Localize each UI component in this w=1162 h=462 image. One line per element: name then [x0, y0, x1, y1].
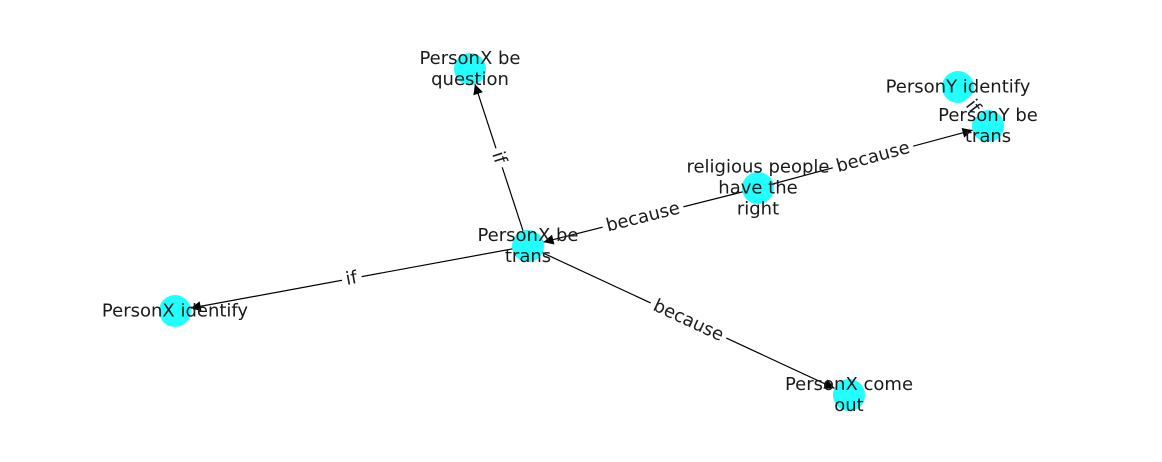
edge-label-group: because: [829, 135, 917, 179]
edge-label-group: if: [957, 91, 989, 122]
edge-label-background: [645, 292, 732, 349]
node-py_identify: [942, 71, 974, 103]
node-label-px_question: PersonX be: [419, 48, 520, 69]
node-label-px_trans: PersonX be: [477, 225, 578, 246]
edge-label-background: [829, 135, 917, 179]
edge-label-background: [485, 144, 514, 171]
node-px_come_out: [833, 379, 865, 411]
edge-label-group: if: [339, 265, 364, 292]
node-label-religious: religious people: [686, 157, 829, 178]
node-religious: [742, 172, 774, 204]
edge-label: because: [834, 137, 912, 177]
node-label-px_identify: PersonX identify: [102, 301, 249, 322]
nodes-layer: [159, 53, 1004, 411]
edge-label-group: if: [485, 144, 514, 171]
edge-label: if: [344, 267, 360, 290]
edge-label: because: [604, 198, 682, 237]
node-label-px_question: question: [431, 69, 509, 90]
node-label-religious: right: [737, 199, 779, 220]
edge-label-background: [957, 91, 989, 122]
node-px_identify: [159, 295, 191, 327]
node-px_trans: [512, 230, 544, 262]
edges-layer: [190, 84, 979, 389]
node-label-px_trans: trans: [505, 246, 551, 267]
edge-label-group: because: [645, 292, 732, 349]
node-label-px_come_out: out: [834, 395, 863, 416]
edge-label-background: [339, 265, 364, 292]
node-py_trans: [972, 110, 1004, 142]
node-px_question: [454, 53, 486, 85]
node-label-py_trans: PersonY be: [938, 105, 1038, 126]
node-label-religious: have the: [718, 178, 797, 199]
node-label-px_come_out: PersonX come: [785, 374, 913, 395]
node-label-py_identify: PersonY identify: [886, 77, 1031, 98]
edge-label-background: [599, 195, 687, 239]
node-label-py_trans: trans: [965, 126, 1011, 147]
edge-label-group: because: [599, 195, 687, 239]
